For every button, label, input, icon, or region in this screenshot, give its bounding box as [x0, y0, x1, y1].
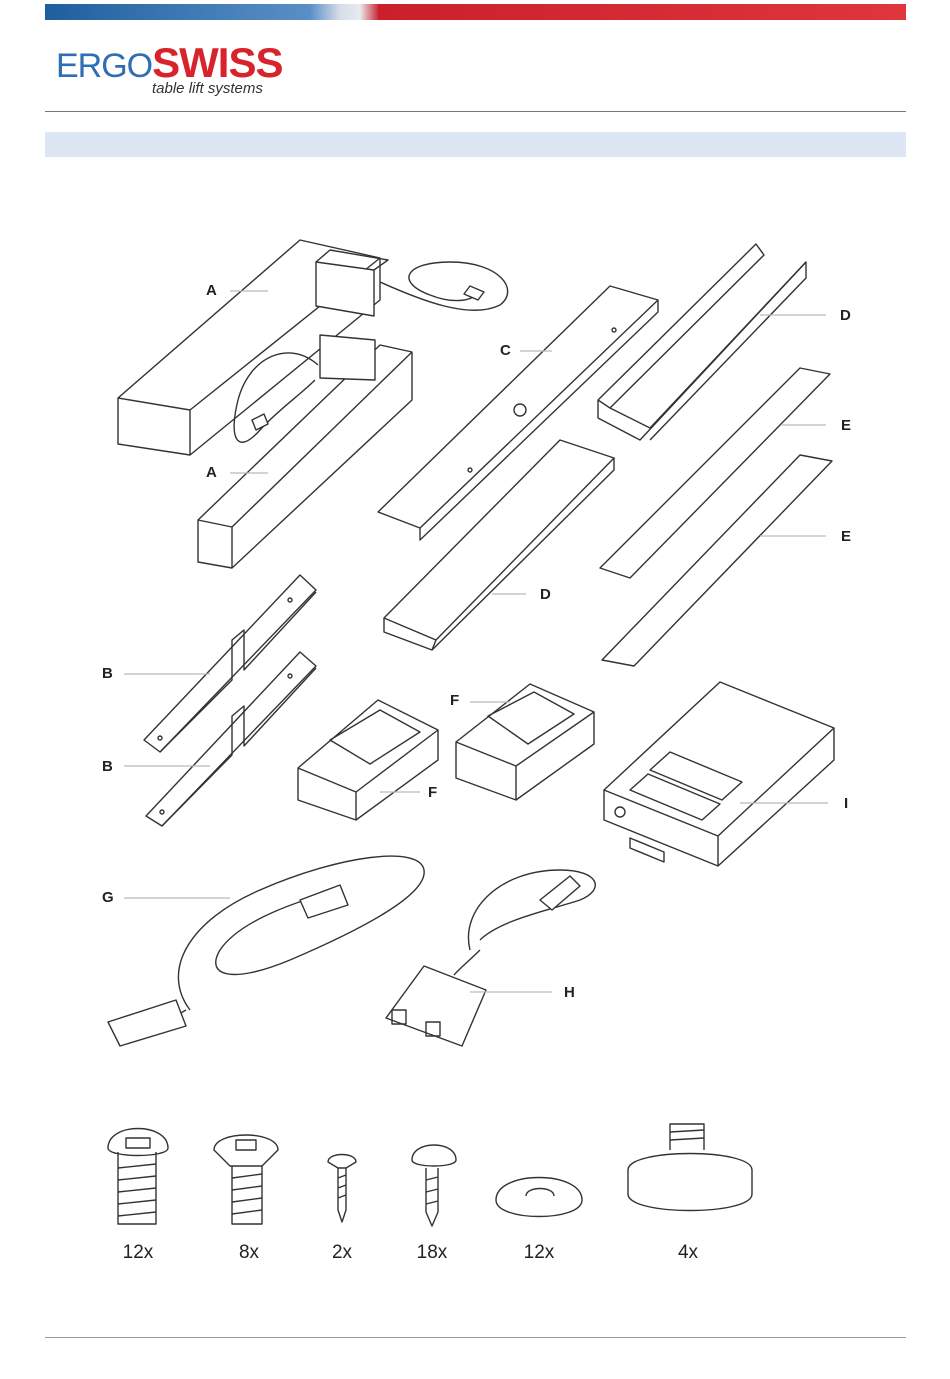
label-b2: B: [102, 758, 113, 775]
label-b1: B: [102, 665, 113, 682]
control-box-i: [604, 682, 834, 866]
leveling-foot-icon: [628, 1124, 752, 1211]
label-i: I: [844, 795, 848, 812]
footer-divider: [45, 1337, 906, 1338]
label-d1: D: [840, 307, 851, 324]
qty-flat-head-bolt: 8x: [219, 1242, 279, 1264]
label-e2: E: [841, 528, 851, 545]
frame-clip-f1: [298, 700, 438, 820]
label-f1: F: [450, 692, 459, 709]
label-h: H: [564, 984, 575, 1001]
motor-housing-a2: [198, 335, 412, 568]
qty-button-head-bolt: 12x: [108, 1242, 168, 1264]
label-a1: A: [206, 282, 217, 299]
power-cord-g: [108, 856, 424, 1046]
small-wood-screw-icon: [328, 1155, 356, 1223]
bracket-b1: [144, 575, 316, 752]
power-cable-a2-icon: [234, 353, 318, 442]
label-a2: A: [206, 464, 217, 481]
side-rail-d2: [384, 440, 614, 650]
flat-head-bolt-icon: [214, 1135, 278, 1224]
adhesive-strip-e1: [600, 368, 830, 578]
qty-cap-cover: 12x: [509, 1242, 569, 1264]
label-d2: D: [540, 586, 551, 603]
label-f2: F: [428, 784, 437, 801]
side-rail-d1: [598, 244, 806, 440]
qty-washer-head-screw: 18x: [402, 1242, 462, 1264]
center-rail-c: [378, 286, 658, 540]
label-c: C: [500, 342, 511, 359]
button-head-bolt-icon: [108, 1129, 168, 1225]
cap-cover-icon: [496, 1178, 582, 1217]
label-g: G: [102, 889, 114, 906]
hand-switch-h: [386, 870, 595, 1046]
power-cable-a1-icon: [380, 262, 508, 310]
qty-small-wood-screw: 2x: [312, 1242, 372, 1264]
adhesive-strip-e2: [602, 455, 832, 666]
label-e1: E: [841, 417, 851, 434]
qty-leveling-foot: 4x: [658, 1242, 718, 1264]
washer-head-screw-icon: [412, 1145, 456, 1226]
leader-lines: [124, 291, 828, 992]
